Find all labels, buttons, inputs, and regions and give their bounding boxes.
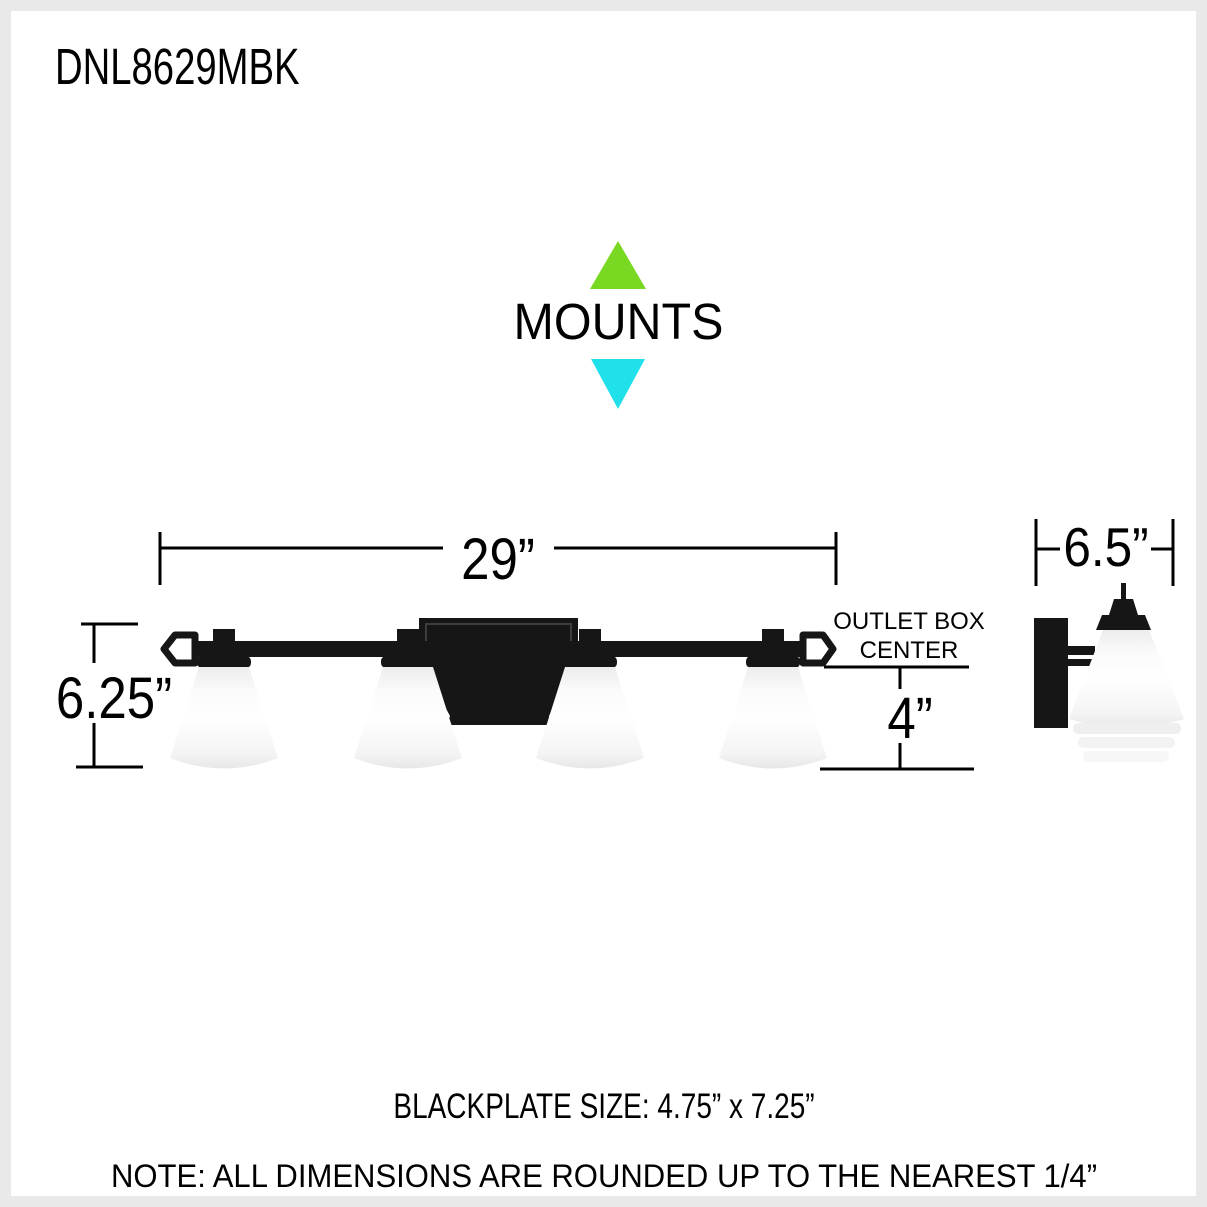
lamp-knob — [579, 629, 601, 643]
side-lamp-shade — [1069, 630, 1184, 728]
backplate-note: BLACKPLATE SIZE: 4.75” x 7.25” — [392, 1087, 815, 1126]
side-arm-upper — [1067, 646, 1095, 655]
lamp-cap — [563, 656, 617, 668]
side-view: 6.5” — [1034, 518, 1184, 762]
side-ghost-rings — [1073, 723, 1181, 762]
lamp-shade — [719, 667, 827, 769]
ghost-ring-1 — [1073, 723, 1181, 734]
width-dim-label: 29” — [461, 527, 535, 592]
side-finial-knob — [1109, 599, 1138, 615]
lamp-knob — [397, 629, 419, 643]
lamp-socket — [760, 643, 786, 659]
ghost-ring-3 — [1083, 751, 1169, 762]
lamp-cap — [197, 656, 251, 668]
lamp-knob — [762, 629, 784, 643]
outlet-box-label-line1: OUTLET BOX — [833, 608, 985, 635]
rounding-note: NOTE: ALL DIMENSIONS ARE ROUNDED UP TO T… — [110, 1158, 1097, 1194]
right-finial — [799, 631, 837, 667]
mounts-down-arrow-icon — [591, 358, 645, 409]
lamp-cap — [381, 656, 435, 668]
mounts-indicator: MOUNTS — [468, 241, 768, 409]
height-dim-label: 6.25” — [56, 666, 172, 731]
height-dimension — [76, 622, 143, 769]
front-view: 29” 6.25” — [56, 527, 985, 771]
lamp-shade — [354, 667, 462, 769]
side-finial-stem — [1121, 583, 1126, 601]
outlet-box-label-line2: CENTER — [860, 637, 959, 664]
depth-dim-label: 6.5” — [1063, 518, 1148, 579]
lamp-knob — [213, 629, 235, 643]
dimension-drawing: 29” 6.25” — [56, 518, 1184, 771]
lamp-shade — [536, 667, 644, 769]
mounts-up-arrow-icon — [590, 241, 646, 289]
lamp-3 — [536, 629, 644, 769]
side-socket — [1096, 615, 1151, 630]
lamp-socket — [211, 643, 237, 659]
backplate-body — [419, 658, 578, 725]
lamp-1 — [170, 629, 278, 769]
lamp-socket — [395, 643, 421, 659]
ghost-ring-2 — [1078, 737, 1175, 748]
side-arm-lower — [1067, 659, 1095, 666]
lamp-socket — [577, 643, 603, 659]
side-backplate — [1034, 618, 1068, 728]
lamp-2 — [354, 629, 462, 769]
left-finial — [160, 631, 199, 667]
lamp-cap — [746, 656, 800, 668]
product-code: DNL8629MBK — [55, 38, 300, 95]
lamp-shade — [170, 667, 278, 769]
width-dimension — [158, 532, 838, 585]
fixture-bar — [187, 641, 807, 657]
outlet-height-dimension — [820, 665, 974, 771]
mounts-label: MOUNTS — [513, 293, 723, 350]
lamp-4 — [719, 629, 827, 769]
depth-dimension — [1034, 519, 1175, 586]
outlet-height-dim-label: 4” — [887, 686, 932, 751]
